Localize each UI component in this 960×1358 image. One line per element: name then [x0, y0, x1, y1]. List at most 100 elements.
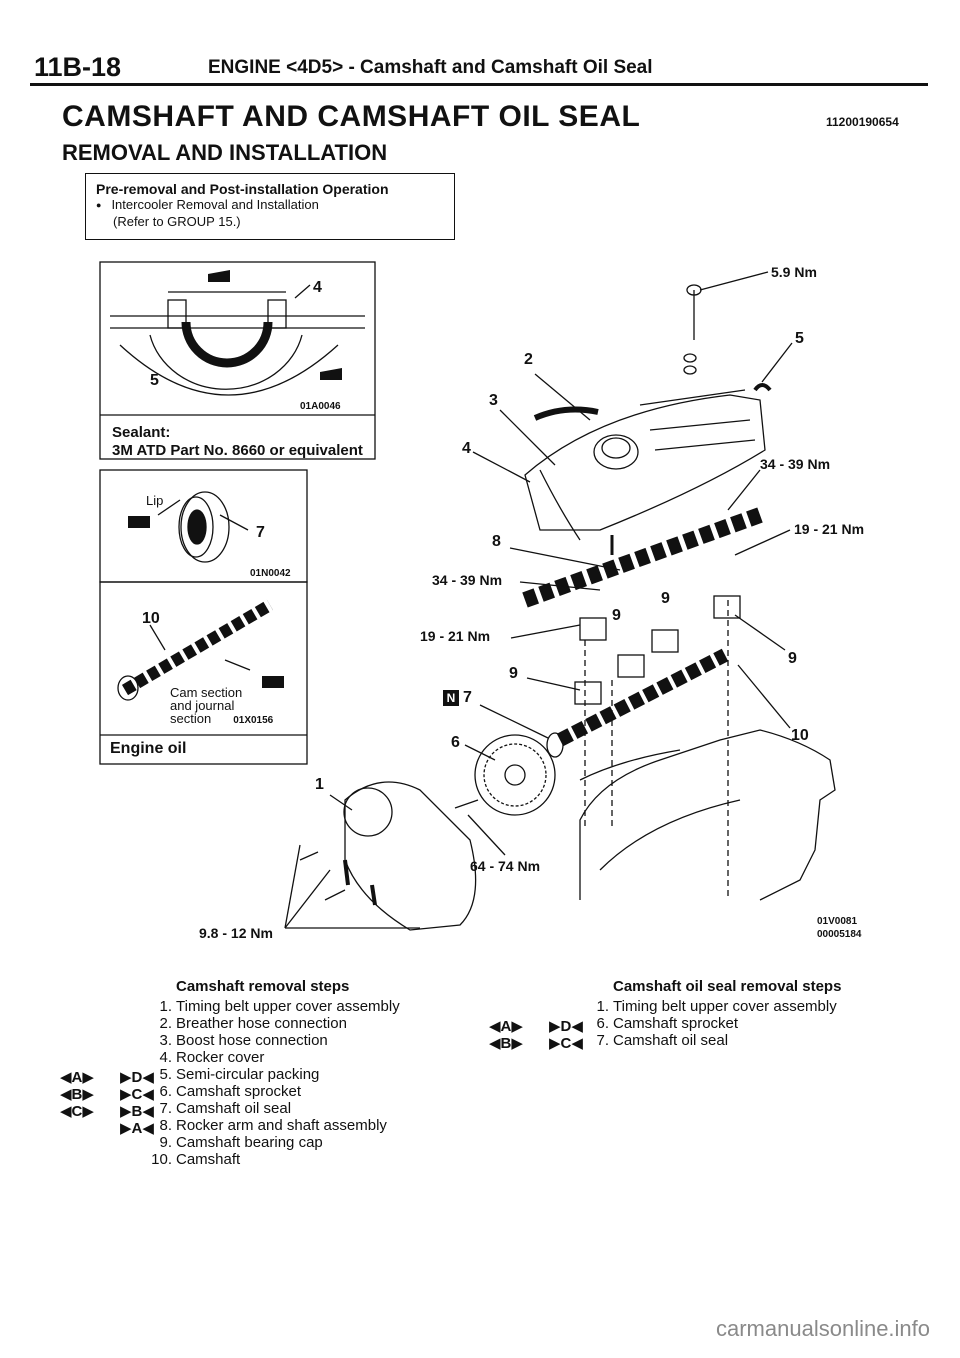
step-text: Timing belt upper cover assembly — [176, 998, 400, 1015]
seal-removal-steps: Camshaft oil seal removal steps 1.Timing… — [585, 978, 841, 1049]
callout-10-inset: 10 — [142, 610, 160, 627]
callout-5: 5 — [795, 330, 804, 347]
step-number: 9. — [159, 1134, 172, 1151]
figure-code: 01N0042 — [250, 568, 291, 579]
seal-steps-heading: Camshaft oil seal removal steps — [613, 978, 842, 995]
oil-can-icon — [128, 516, 150, 528]
callout-8: 8 — [492, 533, 501, 550]
callout-4: 4 — [462, 440, 471, 457]
step-item: 8.Rocker arm and shaft assembly — [148, 1117, 400, 1134]
step-item: 9.Camshaft bearing cap — [148, 1134, 400, 1151]
step-item: 7.Camshaft oil seal — [585, 1032, 841, 1049]
sealant-tube-icon — [208, 270, 230, 282]
inset-sealant-frame — [99, 261, 376, 460]
step-number: 3. — [159, 1032, 172, 1049]
step-text: Camshaft bearing cap — [176, 1134, 323, 1151]
torque-19-21-left: 19 - 21 Nm — [420, 628, 491, 644]
step-text: Camshaft sprocket — [613, 1015, 739, 1032]
callout-9: 9 — [661, 590, 670, 607]
pre-removal-heading: Pre-removal and Post-installation Operat… — [96, 181, 389, 197]
step-number: 5. — [159, 1066, 172, 1083]
callout-7: 7 — [463, 689, 472, 706]
pre-removal-note: (Refer to GROUP 15.) — [113, 214, 241, 229]
torque-34-39-left: 34 - 39 Nm — [432, 572, 503, 588]
sealant-note: Sealant: 3M ATD Part No. 8660 or equival… — [112, 424, 363, 459]
doc-number: 11200190654 — [826, 115, 899, 129]
step-number: 6. — [596, 1015, 609, 1032]
step-item: 7.Camshaft oil seal — [148, 1100, 400, 1117]
callout-9: 9 — [612, 607, 621, 624]
callout-7-inset: 7 — [256, 524, 265, 541]
callout-10: 10 — [791, 727, 809, 744]
step-item: 6.Camshaft sprocket — [148, 1083, 400, 1100]
service-mark-row: ◀A▶ ▶D◀ — [60, 1069, 164, 1086]
step-text: Boost hose connection — [176, 1032, 328, 1049]
step-item: 1.Timing belt upper cover assembly — [148, 998, 400, 1015]
removal-mark: ◀C▶ — [60, 1103, 94, 1120]
step-item: 1.Timing belt upper cover assembly — [585, 998, 841, 1015]
figure-code: 00005184 — [817, 929, 862, 940]
step-number: 1. — [159, 998, 172, 1015]
step-item: 3.Boost hose connection — [148, 1032, 400, 1049]
removal-marks: ◀A▶ ▶D◀◀B▶▶C◀◀C▶ ▶B◀▶A◀ — [60, 1069, 164, 1137]
installation-mark: ▶D◀ — [549, 1018, 583, 1035]
removal-mark: ◀A▶ — [489, 1018, 523, 1035]
watermark: carmanualsonline.info — [716, 1316, 931, 1341]
callout-9: 9 — [788, 650, 797, 667]
installation-mark: ▶D◀ — [120, 1069, 154, 1086]
step-number: 7. — [596, 1032, 609, 1049]
step-number: 1. — [596, 998, 609, 1015]
step-item: 6.Camshaft sprocket — [585, 1015, 841, 1032]
inset-cam-frame — [99, 581, 308, 765]
removal-mark: ◀B▶ — [489, 1035, 523, 1052]
pre-removal-box: Pre-removal and Post-installation Operat… — [85, 173, 455, 240]
step-item: 10.Camshaft — [148, 1151, 400, 1168]
callout-6: 6 — [451, 734, 460, 751]
page-subtitle: REMOVAL AND INSTALLATION — [62, 140, 388, 165]
callout-9: 9 — [509, 665, 518, 682]
section-code: 11B-18 — [34, 52, 122, 82]
step-text: Rocker cover — [176, 1049, 265, 1066]
step-number: 10. — [151, 1151, 172, 1168]
torque-9-8-12: 9.8 - 12 Nm — [199, 925, 273, 941]
step-text: Breather hose connection — [176, 1015, 347, 1032]
installation-mark: ▶B◀ — [120, 1103, 154, 1120]
callout-2: 2 — [524, 351, 533, 368]
step-text: Semi-circular packing — [176, 1066, 320, 1083]
new-part-badge: N — [443, 690, 459, 706]
header-title: ENGINE <4D5> - Camshaft and Camshaft Oil… — [208, 57, 653, 78]
callout-4-inset: 4 — [313, 279, 322, 296]
torque-5-9: 5.9 Nm — [771, 264, 817, 280]
service-mark-row: ◀B▶▶C◀ — [489, 1035, 593, 1052]
step-number: 4. — [159, 1049, 172, 1066]
step-number: 6. — [159, 1083, 172, 1100]
service-mark-row: ◀B▶▶C◀ — [60, 1086, 164, 1103]
step-text: Camshaft — [176, 1151, 241, 1168]
removal-steps-heading: Camshaft removal steps — [176, 978, 350, 995]
service-mark-row: ◀C▶ ▶B◀ — [60, 1103, 164, 1120]
camshaft-removal-steps: Camshaft removal steps 1.Timing belt upp… — [148, 978, 400, 1168]
step-item: 5.Semi-circular packing — [148, 1066, 400, 1083]
torque-64-74: 64 - 74 Nm — [470, 858, 541, 874]
step-text: Timing belt upper cover assembly — [613, 998, 837, 1015]
sealant-tube-icon — [320, 368, 342, 380]
callout-5-inset: 5 — [150, 372, 159, 389]
page-title: CAMSHAFT AND CAMSHAFT OIL SEAL — [62, 100, 641, 133]
installation-mark: ▶A◀ — [120, 1120, 154, 1137]
service-mark-row: ◀A▶ ▶D◀ — [489, 1018, 593, 1035]
step-number: 7. — [159, 1100, 172, 1117]
removal-mark — [60, 1120, 120, 1137]
callout-3: 3 — [489, 392, 498, 409]
torque-34-39-right: 34 - 39 Nm — [760, 456, 831, 472]
seal-marks: ◀A▶ ▶D◀◀B▶▶C◀ — [489, 1018, 593, 1052]
service-mark-row: ▶A◀ — [60, 1120, 164, 1137]
step-number: 8. — [159, 1117, 172, 1134]
pre-removal-item: Intercooler Removal and Installation — [96, 197, 444, 214]
figure-code: 01V0081 — [817, 916, 858, 927]
removal-mark: ◀B▶ — [60, 1086, 94, 1103]
removal-mark: ◀A▶ — [60, 1069, 94, 1086]
